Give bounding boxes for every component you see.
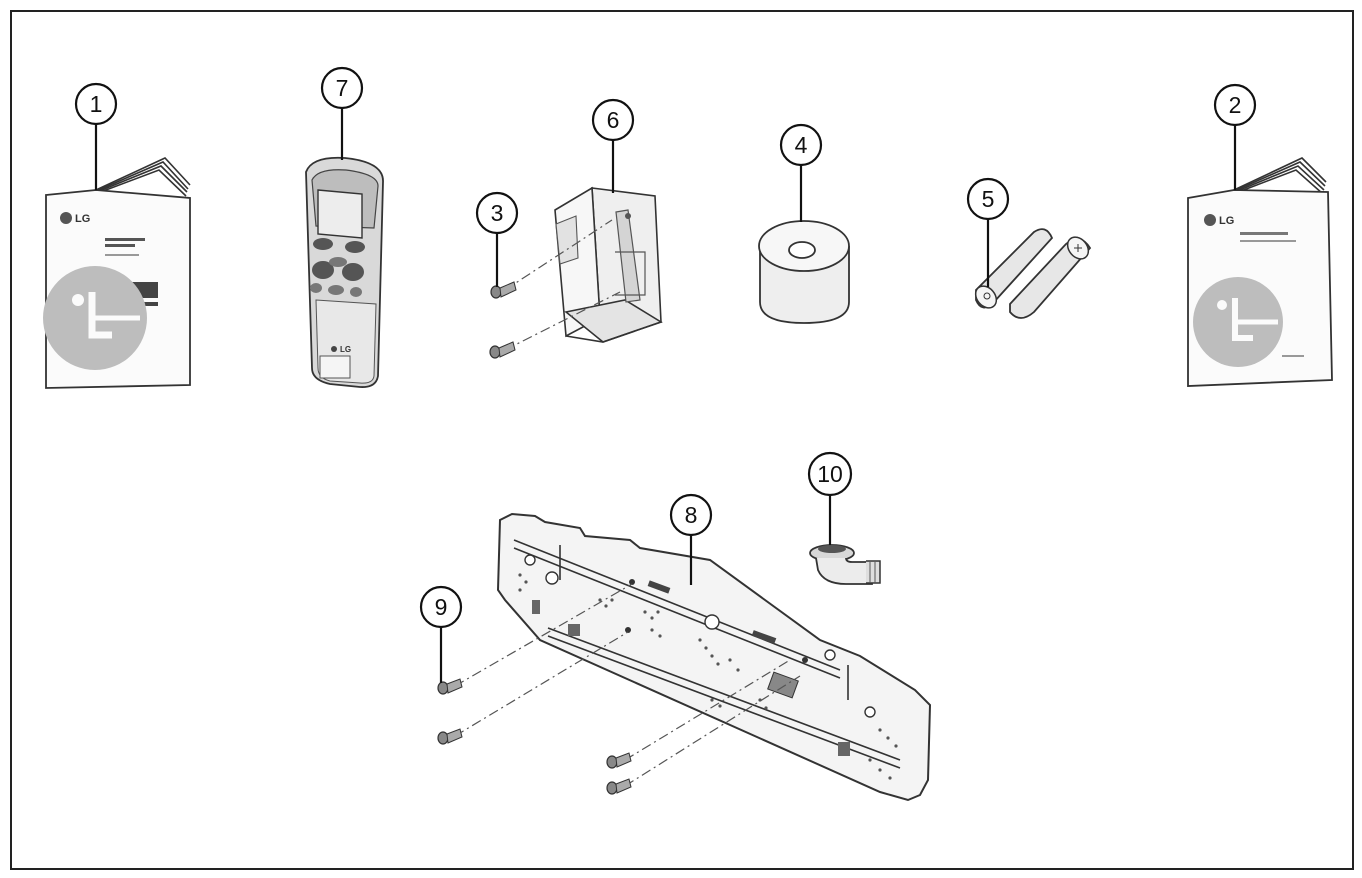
part-4-insulation-tape [758, 220, 850, 324]
remote-button [310, 283, 322, 293]
remote-screen [317, 189, 363, 239]
callout-4: 4 [779, 123, 823, 222]
manual-2-brand: LG [1219, 215, 1234, 227]
callout-5-label: 5 [982, 186, 995, 212]
diagram-frame [10, 10, 1354, 870]
remote-button [313, 238, 333, 250]
remote-button [329, 257, 347, 267]
part-9-screws [437, 583, 801, 795]
screw-icon [490, 281, 517, 299]
callout-4-label: 4 [795, 132, 808, 158]
remote-button [350, 287, 362, 297]
battery-icon [974, 228, 1054, 309]
callout-10-label: 10 [817, 461, 843, 487]
screw-icon [489, 341, 516, 359]
screw-icon [606, 752, 632, 769]
part-1-manual: LG [43, 157, 191, 389]
callout-5: 5 [966, 177, 1010, 287]
callout-6: 6 [591, 98, 635, 193]
callout-2-label: 2 [1229, 92, 1242, 118]
callout-1: 1 [74, 82, 118, 190]
callout-8-label: 8 [685, 502, 698, 528]
part-7-remote: LG [305, 156, 384, 388]
callout-10: 10 [807, 451, 853, 545]
callout-7-label: 7 [336, 75, 349, 101]
part-10-drain-elbow [809, 544, 881, 585]
part-6-remote-holder [554, 186, 663, 343]
remote-button [328, 285, 344, 295]
manual-1-brand: LG [75, 213, 90, 225]
callout-2: 2 [1213, 83, 1257, 190]
screw-icon [437, 728, 463, 745]
remote-button [312, 261, 334, 279]
callout-9-label: 9 [435, 594, 448, 620]
part-2-manual: LG [1187, 157, 1333, 387]
remote-button [345, 241, 365, 253]
screw-icon [606, 778, 632, 795]
part-3-screws [489, 219, 621, 359]
callout-7: 7 [320, 66, 364, 160]
callout-6-label: 6 [607, 107, 620, 133]
manual-1-logo-icon [43, 266, 147, 370]
screw-icon [437, 678, 463, 695]
callout-1-label: 1 [90, 91, 103, 117]
callout-9: 9 [419, 585, 463, 683]
remote-button [342, 263, 364, 281]
callout-3-label: 3 [491, 200, 504, 226]
part-8-installation-plate [496, 512, 932, 802]
manual-2-logo-icon [1193, 277, 1283, 367]
remote-brand: LG [340, 345, 351, 354]
callout-8: 8 [669, 493, 713, 585]
part-5-batteries [974, 228, 1092, 319]
callout-3: 3 [475, 191, 519, 287]
battery-icon [1009, 236, 1092, 319]
